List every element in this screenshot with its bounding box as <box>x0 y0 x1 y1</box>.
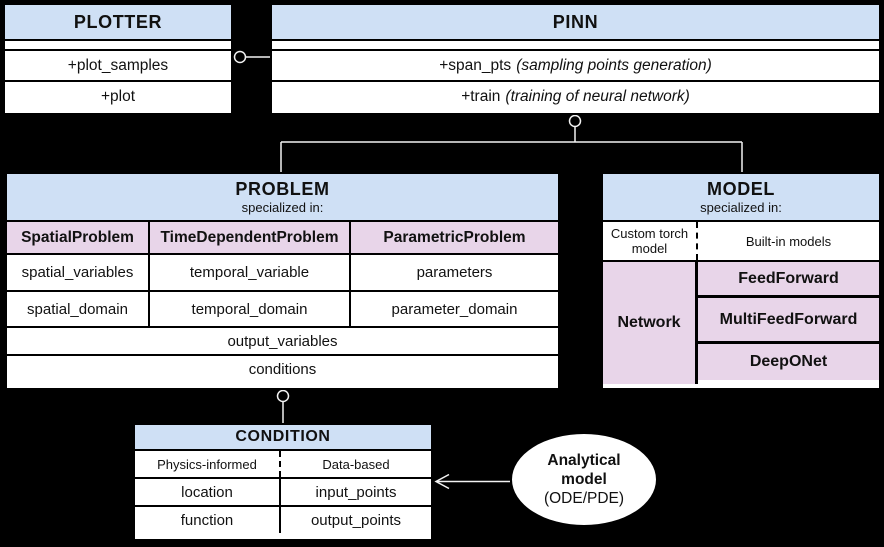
plotter-pinn-connector <box>233 50 270 64</box>
time-dependent-problem-header: TimeDependentProblem <box>150 222 349 255</box>
open-circle-marker <box>568 114 582 128</box>
temporal-variable-cell: temporal_variable <box>150 255 349 292</box>
input-points-cell: input_points <box>315 483 397 501</box>
plotter-empty-compartment <box>5 41 231 49</box>
plotter-class-box: PLOTTER +plot_samples +plot <box>3 3 233 115</box>
condition-category-row: Physics-informed Data-based <box>135 451 431 477</box>
problem-title: PROBLEM <box>235 179 330 199</box>
spatial-domain-cell: spatial_domain <box>27 300 128 318</box>
output-points-cell: output_points <box>310 511 402 529</box>
spatial-problem-header: SpatialProblem <box>7 222 148 255</box>
condition-row-2: function output_points <box>135 505 431 533</box>
analytical-model-ellipse: Analytical model (ODE/PDE) <box>510 432 658 527</box>
plotter-header: PLOTTER <box>5 5 231 41</box>
output-variables-row: output_variables <box>7 326 558 354</box>
open-circle-marker <box>276 389 290 403</box>
plotter-title: PLOTTER <box>73 11 163 32</box>
method-note: (training of neural network) <box>505 87 690 105</box>
model-grid: Network FeedForward MultiFeedForward Dee… <box>603 260 879 384</box>
model-title: MODEL <box>707 179 775 199</box>
pinn-problem-model-connector <box>280 114 743 172</box>
time-dependent-problem-column: TimeDependentProblem temporal_variable t… <box>148 222 349 326</box>
deeponet-cell: DeepONet <box>698 344 879 380</box>
parametric-problem-column: ParametricProblem parameters parameter_d… <box>349 222 558 326</box>
parametric-problem-header: ParametricProblem <box>351 222 558 255</box>
problem-condition-connector <box>276 389 290 423</box>
spatial-problem-column: SpatialProblem spatial_variables spatial… <box>7 222 148 326</box>
built-in-models-cell: Built-in models <box>745 233 832 249</box>
method-name: +train <box>461 87 501 105</box>
method-note: (sampling points generation) <box>516 56 712 74</box>
pinn-method-span-pts: +span_pts (sampling points generation) <box>272 49 879 80</box>
pinn-class-box: PINN +span_pts (sampling points generati… <box>270 3 881 115</box>
problem-specializations-grid: SpatialProblem spatial_variables spatial… <box>7 222 558 326</box>
open-arrowhead <box>434 473 450 490</box>
physics-informed-cell: Physics-informed <box>135 451 281 477</box>
problem-header: PROBLEM specialized in: <box>7 174 558 222</box>
plotter-method-plot-samples: +plot_samples <box>5 49 231 80</box>
pinn-header: PINN <box>272 5 879 41</box>
data-based-cell: Data-based <box>322 456 390 472</box>
analytical-line-1: Analytical <box>547 452 621 469</box>
plotter-method-plot: +plot <box>5 80 231 111</box>
pinn-title: PINN <box>552 11 599 32</box>
model-category-row: Custom torch model Built-in models <box>603 222 879 260</box>
model-header: MODEL specialized in: <box>603 174 879 222</box>
analytical-line-3: (ODE/PDE) <box>543 490 625 507</box>
pinn-method-train: +train (training of neural network) <box>272 80 879 111</box>
method-name: +span_pts <box>439 56 512 74</box>
custom-torch-model-cell: Custom torch model <box>603 222 698 260</box>
problem-class-box: PROBLEM specialized in: SpatialProblem s… <box>5 172 560 390</box>
condition-title: CONDITION <box>235 428 331 445</box>
built-in-models-column: FeedForward MultiFeedForward DeepONet <box>698 262 879 384</box>
model-subtitle: specialized in: <box>700 200 782 215</box>
temporal-domain-cell: temporal_domain <box>191 300 308 318</box>
network-cell: Network <box>603 262 698 384</box>
multifeedforward-cell: MultiFeedForward <box>698 298 879 344</box>
condition-header: CONDITION <box>135 425 431 451</box>
parameters-cell: parameters <box>351 255 558 292</box>
open-circle-marker <box>233 50 247 64</box>
spatial-variables-cell: spatial_variables <box>7 255 148 292</box>
model-class-box: MODEL specialized in: Custom torch model… <box>601 172 881 390</box>
location-cell: location <box>135 479 281 505</box>
feedforward-cell: FeedForward <box>698 262 879 298</box>
condition-class-box: CONDITION Physics-informed Data-based lo… <box>133 423 433 541</box>
conditions-row: conditions <box>7 354 558 382</box>
parameter-domain-cell: parameter_domain <box>391 300 518 318</box>
analytical-line-2: model <box>561 471 607 488</box>
function-cell: function <box>135 507 281 533</box>
condition-row-1: location input_points <box>135 477 431 505</box>
problem-subtitle: specialized in: <box>241 200 324 215</box>
analytical-condition-arrow <box>434 473 510 490</box>
pinn-empty-compartment <box>272 41 879 49</box>
